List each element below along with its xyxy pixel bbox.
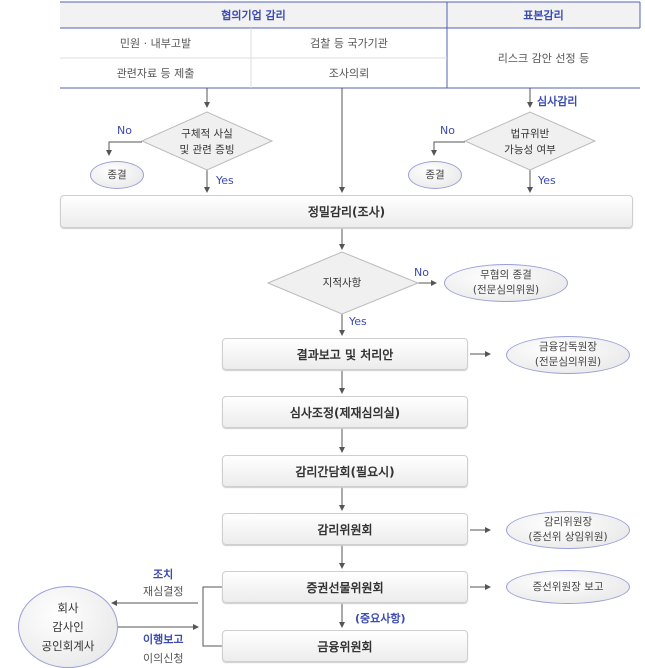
step-fsc: 금융위원회: [222, 630, 468, 662]
decision-2-line1: 법규위반: [510, 128, 550, 140]
fss-line2: (전문심의위원): [534, 356, 602, 368]
step-review-adjust: 심사조정(제재심의실): [222, 396, 468, 428]
recheck-label: 재심결정: [143, 585, 184, 598]
decision-1-yes: Yes: [216, 174, 234, 187]
sfc-report-ellipse: 증선위원장 보고: [506, 570, 630, 604]
decision-1-line1: 구체적 사실: [181, 128, 233, 140]
decision-1-line2: 및 관련 증빙: [179, 144, 235, 156]
header-sample-audit: 표본감리: [523, 9, 564, 22]
header-consult-audit: 협의기업 감리: [221, 9, 286, 22]
decision-diamond-3: [266, 251, 420, 315]
step-result-report: 결과보고 및 처리안: [222, 338, 468, 370]
important-label: (중요사항): [355, 612, 406, 625]
source-submission: 관련자료 등 제출: [116, 67, 195, 80]
decision-diamond-2: [463, 111, 597, 171]
auditor-text: 감사인: [52, 619, 84, 634]
step-audit-meeting: 감리간담회(필요시): [222, 455, 468, 487]
source-complaint: 민원 · 내부고발: [119, 37, 192, 50]
source-agency: 검찰 등 국가기관: [310, 37, 388, 50]
committee-head-ellipse: 감리위원장 (증선위 상임위원): [506, 511, 630, 549]
decision-1-no: No: [117, 124, 132, 137]
action-label: 조치: [153, 568, 174, 581]
committee-line1: 감리위원장: [543, 516, 593, 528]
committee-line2: (증선위 상임위원): [528, 531, 608, 543]
fss-head-ellipse: 금융감독원장 (전문심의위원): [506, 336, 630, 374]
source-risk: 리스크 감안 선정 등: [497, 52, 590, 65]
no-charge-line1: 무혐의 종결: [480, 269, 532, 281]
end-2: 종결: [408, 161, 462, 189]
step-audit-committee: 감리위원회: [222, 513, 468, 545]
decision-2-line2: 가능성 여부: [504, 144, 556, 156]
review-audit-label: 심사감리: [537, 95, 578, 108]
report-label: 이행보고: [143, 633, 184, 646]
decision-3-yes: Yes: [349, 315, 367, 328]
company-auditor-circle: 회사 감사인 공인회계사: [18, 586, 118, 668]
decision-3-text: 지적사항: [322, 277, 362, 289]
no-charge-end: 무혐의 종결 (전문심의위원): [444, 264, 568, 302]
decision-2-no: No: [440, 124, 455, 137]
precise-audit-box: 정밀감리(조사): [60, 195, 633, 228]
cpa-text: 공인회계사: [41, 638, 95, 653]
company-text: 회사: [57, 600, 79, 615]
no-charge-line2: (전문심의위원): [472, 284, 540, 296]
decision-diamond-1: [140, 111, 274, 171]
fss-line1: 금융감독원장: [539, 341, 597, 353]
source-investigation: 조사의뢰: [328, 67, 370, 80]
decision-3-no: No: [414, 266, 429, 279]
end-1: 종결: [90, 161, 144, 189]
decision-2-yes: Yes: [538, 174, 556, 187]
step-sfc: 증권선물위원회: [222, 571, 468, 603]
appeal-label: 이의신청: [143, 652, 184, 665]
